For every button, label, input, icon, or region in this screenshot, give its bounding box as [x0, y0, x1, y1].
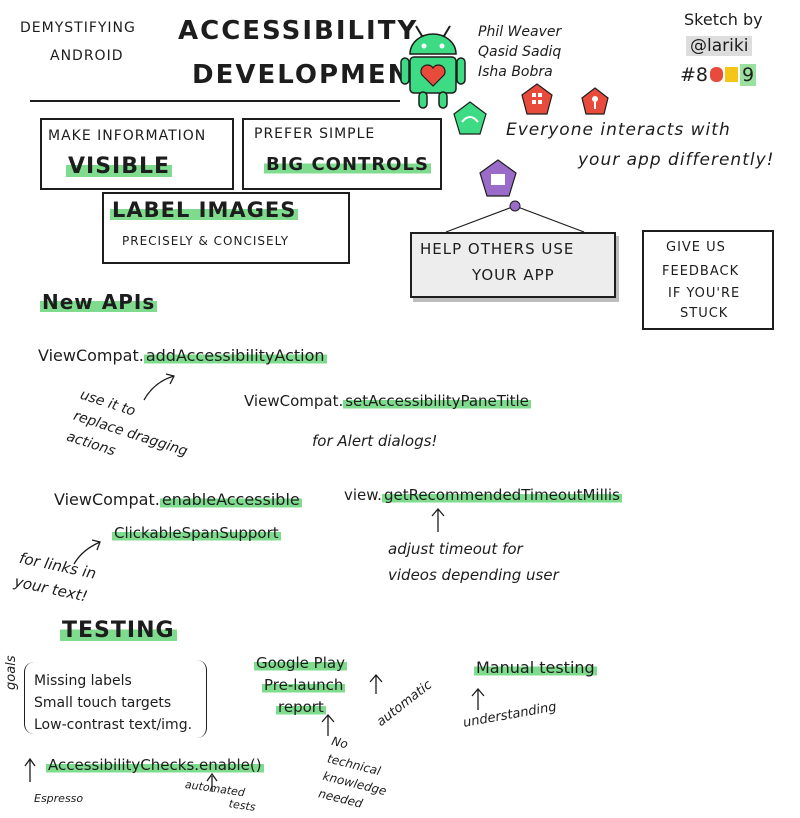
title-line2: DEVELOPMENT	[192, 60, 432, 90]
yellow-square-icon	[725, 67, 739, 82]
title-line1: ACCESSIBILITY	[178, 16, 419, 46]
testing-title: TESTING	[60, 618, 177, 643]
big-controls-label: BIG CONTROLS	[264, 154, 431, 175]
api4-method: getRecommendedTimeoutMillis	[381, 486, 622, 504]
goal-item: Low-contrast text/img.	[34, 717, 193, 733]
android-robot-icon	[400, 25, 466, 109]
speaker-name: Qasid Sadiq	[478, 44, 562, 60]
subtitle-line2: ANDROID	[50, 48, 124, 64]
api1-method: addAccessibilityAction	[143, 346, 327, 365]
goal-item: Small touch targets	[34, 695, 172, 711]
arrow-icon	[471, 688, 485, 710]
speaker-name: Phil Weaver	[478, 24, 562, 40]
red-dot-icon	[710, 67, 724, 82]
speaker-name: Isha Bobra	[478, 64, 553, 80]
author-handle: @lariki	[686, 36, 753, 56]
google-play-line1: Google Play	[254, 654, 347, 672]
api2: ViewCompat.setAccessibilityPaneTitle	[244, 392, 531, 410]
manual-testing: Manual testing	[474, 658, 597, 677]
sign-string	[445, 200, 585, 233]
feedback-line1: GIVE US	[666, 240, 726, 255]
espresso-note: Espresso	[34, 792, 84, 805]
arrow-icon	[143, 373, 175, 401]
shape-red-icon	[521, 83, 553, 115]
automated-note: automated tests	[182, 778, 258, 814]
api1: ViewCompat.addAccessibilityAction	[38, 346, 327, 365]
help-line1: HELP OTHERS USE	[420, 240, 575, 258]
api2-note: for Alert dialogs!	[312, 432, 438, 450]
api3-prefix: ViewCompat.	[54, 490, 160, 509]
arrow-icon	[369, 674, 383, 694]
hashtag-tail: 9	[740, 64, 757, 86]
arrow-icon	[431, 508, 445, 532]
api3-method-line1: enableAccessible	[159, 490, 302, 509]
arrow-icon	[24, 757, 36, 782]
feedback-line3: IF YOU'RE	[668, 286, 741, 301]
brace-left	[24, 662, 35, 734]
heart-icon	[420, 64, 446, 87]
help-line2: YOUR APP	[472, 266, 555, 284]
api3-method-line2: ClickableSpanSupport	[112, 524, 281, 542]
api1-prefix: ViewCompat.	[38, 346, 144, 365]
label-images-sub: PRECISELY & CONCISELY	[122, 234, 290, 248]
hashtag: #8 9	[680, 64, 757, 86]
api4: view.getRecommendedTimeoutMillis	[344, 486, 622, 504]
api2-method: setAccessibilityPaneTitle	[343, 392, 531, 410]
sketch-by-label: Sketch by	[684, 10, 763, 29]
google-play-line3: report	[276, 698, 326, 716]
hashtag-text: #8	[680, 64, 709, 86]
visible-label: VISIBLE	[66, 154, 173, 179]
api3: ViewCompat.enableAccessible	[54, 490, 302, 509]
note-line: adjust timeout for	[388, 540, 523, 558]
feedback-line4: STUCK	[680, 306, 729, 321]
shape-green-icon	[453, 101, 487, 135]
api4-note: adjust timeout for videos depending user	[388, 536, 559, 588]
arrow-icon	[206, 772, 218, 792]
goal-item: Missing labels	[34, 673, 132, 689]
api4-prefix: view.	[344, 486, 382, 504]
goals-list: Missing labels Small touch targets Low-c…	[34, 670, 192, 736]
feedback-box: GIVE US FEEDBACK IF YOU'RE STUCK	[642, 230, 774, 330]
google-play-line2: Pre-launch	[262, 676, 346, 694]
accessibility-checks: AccessibilityChecks.enable()	[46, 756, 264, 774]
shape-purple-icon	[479, 159, 517, 197]
label-images-label: LABEL IMAGES	[110, 198, 299, 222]
big-controls-box: PREFER SIMPLE BIG CONTROLS	[242, 118, 442, 190]
goals-label: goals	[4, 655, 19, 690]
help-others-sign: HELP OTHERS USE YOUR APP	[410, 232, 616, 298]
note-line: videos depending user	[388, 566, 559, 584]
arrow-icon	[321, 714, 335, 736]
arrow-icon	[73, 539, 101, 565]
make-info-label: MAKE INFORMATION	[48, 128, 207, 144]
new-apis-title: New APIs	[40, 290, 158, 314]
label-images-box: LABEL IMAGES PRECISELY & CONCISELY	[102, 192, 350, 264]
everyone-line2: your app differently!	[578, 150, 775, 170]
feedback-line2: FEEDBACK	[662, 264, 740, 279]
visible-box: MAKE INFORMATION VISIBLE	[40, 118, 234, 190]
shape-red-icon	[581, 87, 609, 115]
api2-prefix: ViewCompat.	[244, 392, 344, 410]
header-divider	[30, 100, 400, 102]
prefer-label: PREFER SIMPLE	[254, 126, 376, 142]
everyone-line1: Everyone interacts with	[506, 120, 731, 140]
subtitle-line1: DEMYSTIFYING	[20, 20, 136, 36]
google-play-block: Google Play Pre-launch report	[254, 652, 347, 718]
pin-icon	[509, 200, 521, 212]
brace-right	[196, 660, 207, 738]
speakers: Phil Weaver Qasid Sadiq Isha Bobra	[478, 22, 561, 82]
no-knowledge-note: No technical knowledge needed	[317, 732, 398, 818]
